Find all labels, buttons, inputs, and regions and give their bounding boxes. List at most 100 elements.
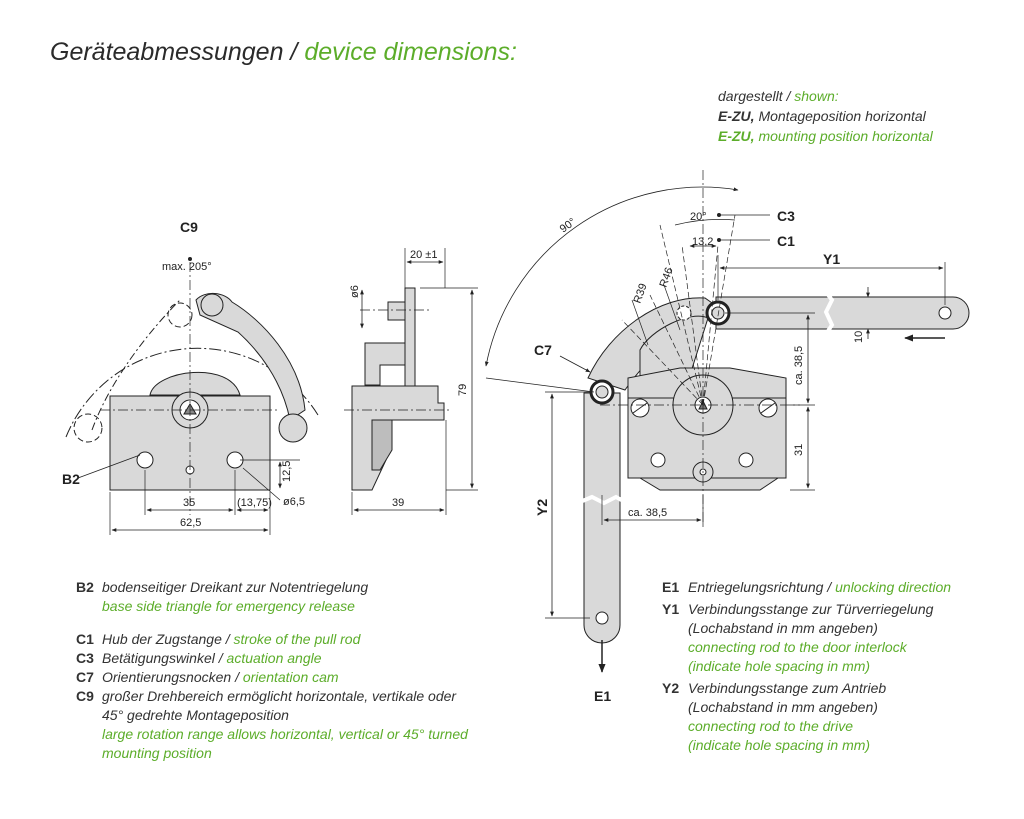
rod-y2-hole <box>595 611 609 625</box>
dim-ca-38-5-horizontal: ca. 38,5 <box>628 507 667 519</box>
side-view <box>344 248 478 515</box>
label-y1: Y1 <box>823 251 840 267</box>
legend-item-c9: C9 großer Drehbereich ermöglicht horizon… <box>76 687 536 763</box>
dim-12-5: 12,5 <box>281 461 293 482</box>
legend-text-de: (Lochabstand in mm angeben) <box>688 699 878 715</box>
label-b2: B2 <box>62 471 80 487</box>
legend-code: C1 <box>76 631 94 647</box>
shown-de: dargestellt <box>718 88 783 104</box>
legend-text-en: connecting rod to the drive <box>688 718 853 734</box>
label-e1: E1 <box>594 688 611 704</box>
legend-text-de: Orientierungsnocken <box>102 669 232 685</box>
shown-en: shown: <box>794 88 839 104</box>
legend-item-c1: C1 Hub der Zugstange / stroke of the pul… <box>76 630 536 649</box>
legend-code: C3 <box>76 650 94 666</box>
shown-text-en: mounting position horizontal <box>754 128 933 144</box>
dim-r46: R46 <box>658 266 676 289</box>
dim-31: 31 <box>793 444 805 456</box>
dim-39: 39 <box>392 497 404 509</box>
mounting-hole-left <box>136 451 154 469</box>
legend-code: Y2 <box>662 680 680 696</box>
title-german: Geräteabmessungen <box>50 38 284 66</box>
dim-62-5: 62,5 <box>180 517 201 529</box>
legend-code: B2 <box>76 579 94 595</box>
legend-text-en: connecting rod to the door interlock <box>688 639 907 655</box>
legend-item-c7: C7 Orientierungsnocken / orientation cam <box>76 668 536 687</box>
side-shadow <box>371 419 393 471</box>
lever-eye-bottom <box>278 413 308 443</box>
side-bracket <box>364 342 406 386</box>
shown-code-en: E-ZU, <box>718 128 755 144</box>
legend-text-de: bodenseitiger Dreikant zur Notentriegelu… <box>102 579 369 595</box>
shown-line-3: E-ZU, mounting position horizontal <box>718 126 933 146</box>
legend-sep: / <box>823 579 836 595</box>
housing-base <box>638 477 780 491</box>
legend-text-en: stroke of the pull rod <box>233 631 361 647</box>
shown-line-2: E-ZU, Montageposition horizontal <box>718 106 933 126</box>
phantom-lever <box>91 299 181 431</box>
legend-item-c3: C3 Betätigungswinkel / actuation angle <box>76 649 536 668</box>
legend-text-de: (Lochabstand in mm angeben) <box>688 620 878 636</box>
actuation-arc-90 <box>484 186 739 367</box>
legend-left: B2 bodenseitiger Dreikant zur Notentrieg… <box>76 578 536 763</box>
dim-10: 10 <box>853 331 865 343</box>
label-c3: C3 <box>777 208 795 224</box>
mount-hole-right-1 <box>650 452 666 468</box>
title-english: device dimensions: <box>304 38 517 66</box>
hub-top <box>149 372 241 396</box>
legend-text-de: großer Drehbereich ermöglicht horizontal… <box>102 688 457 704</box>
legend-text-en: unlocking direction <box>835 579 952 595</box>
mount-hole-right-2 <box>738 452 754 468</box>
legend-code: C7 <box>76 669 94 685</box>
dim-13-2: 13,2 <box>692 236 713 248</box>
rod-y1-hole <box>938 306 952 320</box>
right-view <box>484 170 970 673</box>
legend-code: E1 <box>662 579 680 595</box>
legend-text-en: (indicate hole spacing in mm) <box>688 737 871 753</box>
side-stud <box>387 301 406 321</box>
legend-item-b2: B2 bodenseitiger Dreikant zur Notentrieg… <box>76 578 536 616</box>
phantom-pin <box>676 305 692 321</box>
legend-text-en: actuation angle <box>226 650 322 666</box>
lever-eye-top <box>200 293 224 317</box>
shown-note: dargestellt / shown: E-ZU, Montagepositi… <box>718 86 933 146</box>
shown-code-de: E-ZU, <box>718 108 755 124</box>
shown-text-de: Montageposition horizontal <box>754 108 926 124</box>
legend-text-de: Entriegelungsrichtung <box>688 579 824 595</box>
label-c1: C1 <box>777 233 795 249</box>
label-y2: Y2 <box>534 499 550 516</box>
legend-sep: / <box>214 650 227 666</box>
dim-20-pm-1: 20 ±1 <box>410 249 437 261</box>
legend-item-y2: Y2 Verbindungsstange zum Antrieb (Lochab… <box>662 679 1002 755</box>
title-separator: / <box>283 38 305 66</box>
connecting-rod-y1 <box>715 296 970 330</box>
legend-text-de: 45° gedrehte Montageposition <box>102 707 289 723</box>
legend-sep: / <box>221 631 234 647</box>
legend-text-en: large rotation range allows horizontal, … <box>102 726 468 742</box>
dim-phi-6: ø6 <box>349 285 361 298</box>
page-title: Geräteabmessungen / device dimensions: <box>50 38 517 67</box>
legend-text-en: (indicate hole spacing in mm) <box>688 658 871 674</box>
legend-text-en: base side triangle for emergency release <box>102 598 355 614</box>
legend-text-en: mounting position <box>102 745 212 761</box>
front-view <box>65 262 319 535</box>
legend-item-e1: E1 Entriegelungsrichtung / unlocking dir… <box>662 578 1002 597</box>
label-c9: C9 <box>180 219 198 235</box>
legend-sep: / <box>231 669 243 685</box>
dim-79: 79 <box>457 384 469 396</box>
legend-text-de: Verbindungsstange zum Antrieb <box>688 680 887 696</box>
legend-item-y1: Y1 Verbindungsstange zur Türverriegelung… <box>662 600 1002 676</box>
legend-text-de: Verbindungsstange zur Türverriegelung <box>688 601 934 617</box>
dim-20-degree: 20° <box>690 211 707 223</box>
label-c7: C7 <box>534 342 552 358</box>
legend-code: Y1 <box>662 601 680 617</box>
legend-text-en: orientation cam <box>242 669 339 685</box>
dim-13-75: (13,75) <box>237 497 272 509</box>
side-flange <box>404 287 416 389</box>
legend-right: E1 Entriegelungsrichtung / unlocking dir… <box>662 578 1002 755</box>
pin-y2-core <box>595 385 609 399</box>
dim-max-205: max. 205° <box>162 261 212 273</box>
phantom-lever-eye <box>73 413 103 443</box>
shown-line-1: dargestellt / shown: <box>718 86 933 106</box>
dim-90-degree: 90° <box>558 216 579 235</box>
